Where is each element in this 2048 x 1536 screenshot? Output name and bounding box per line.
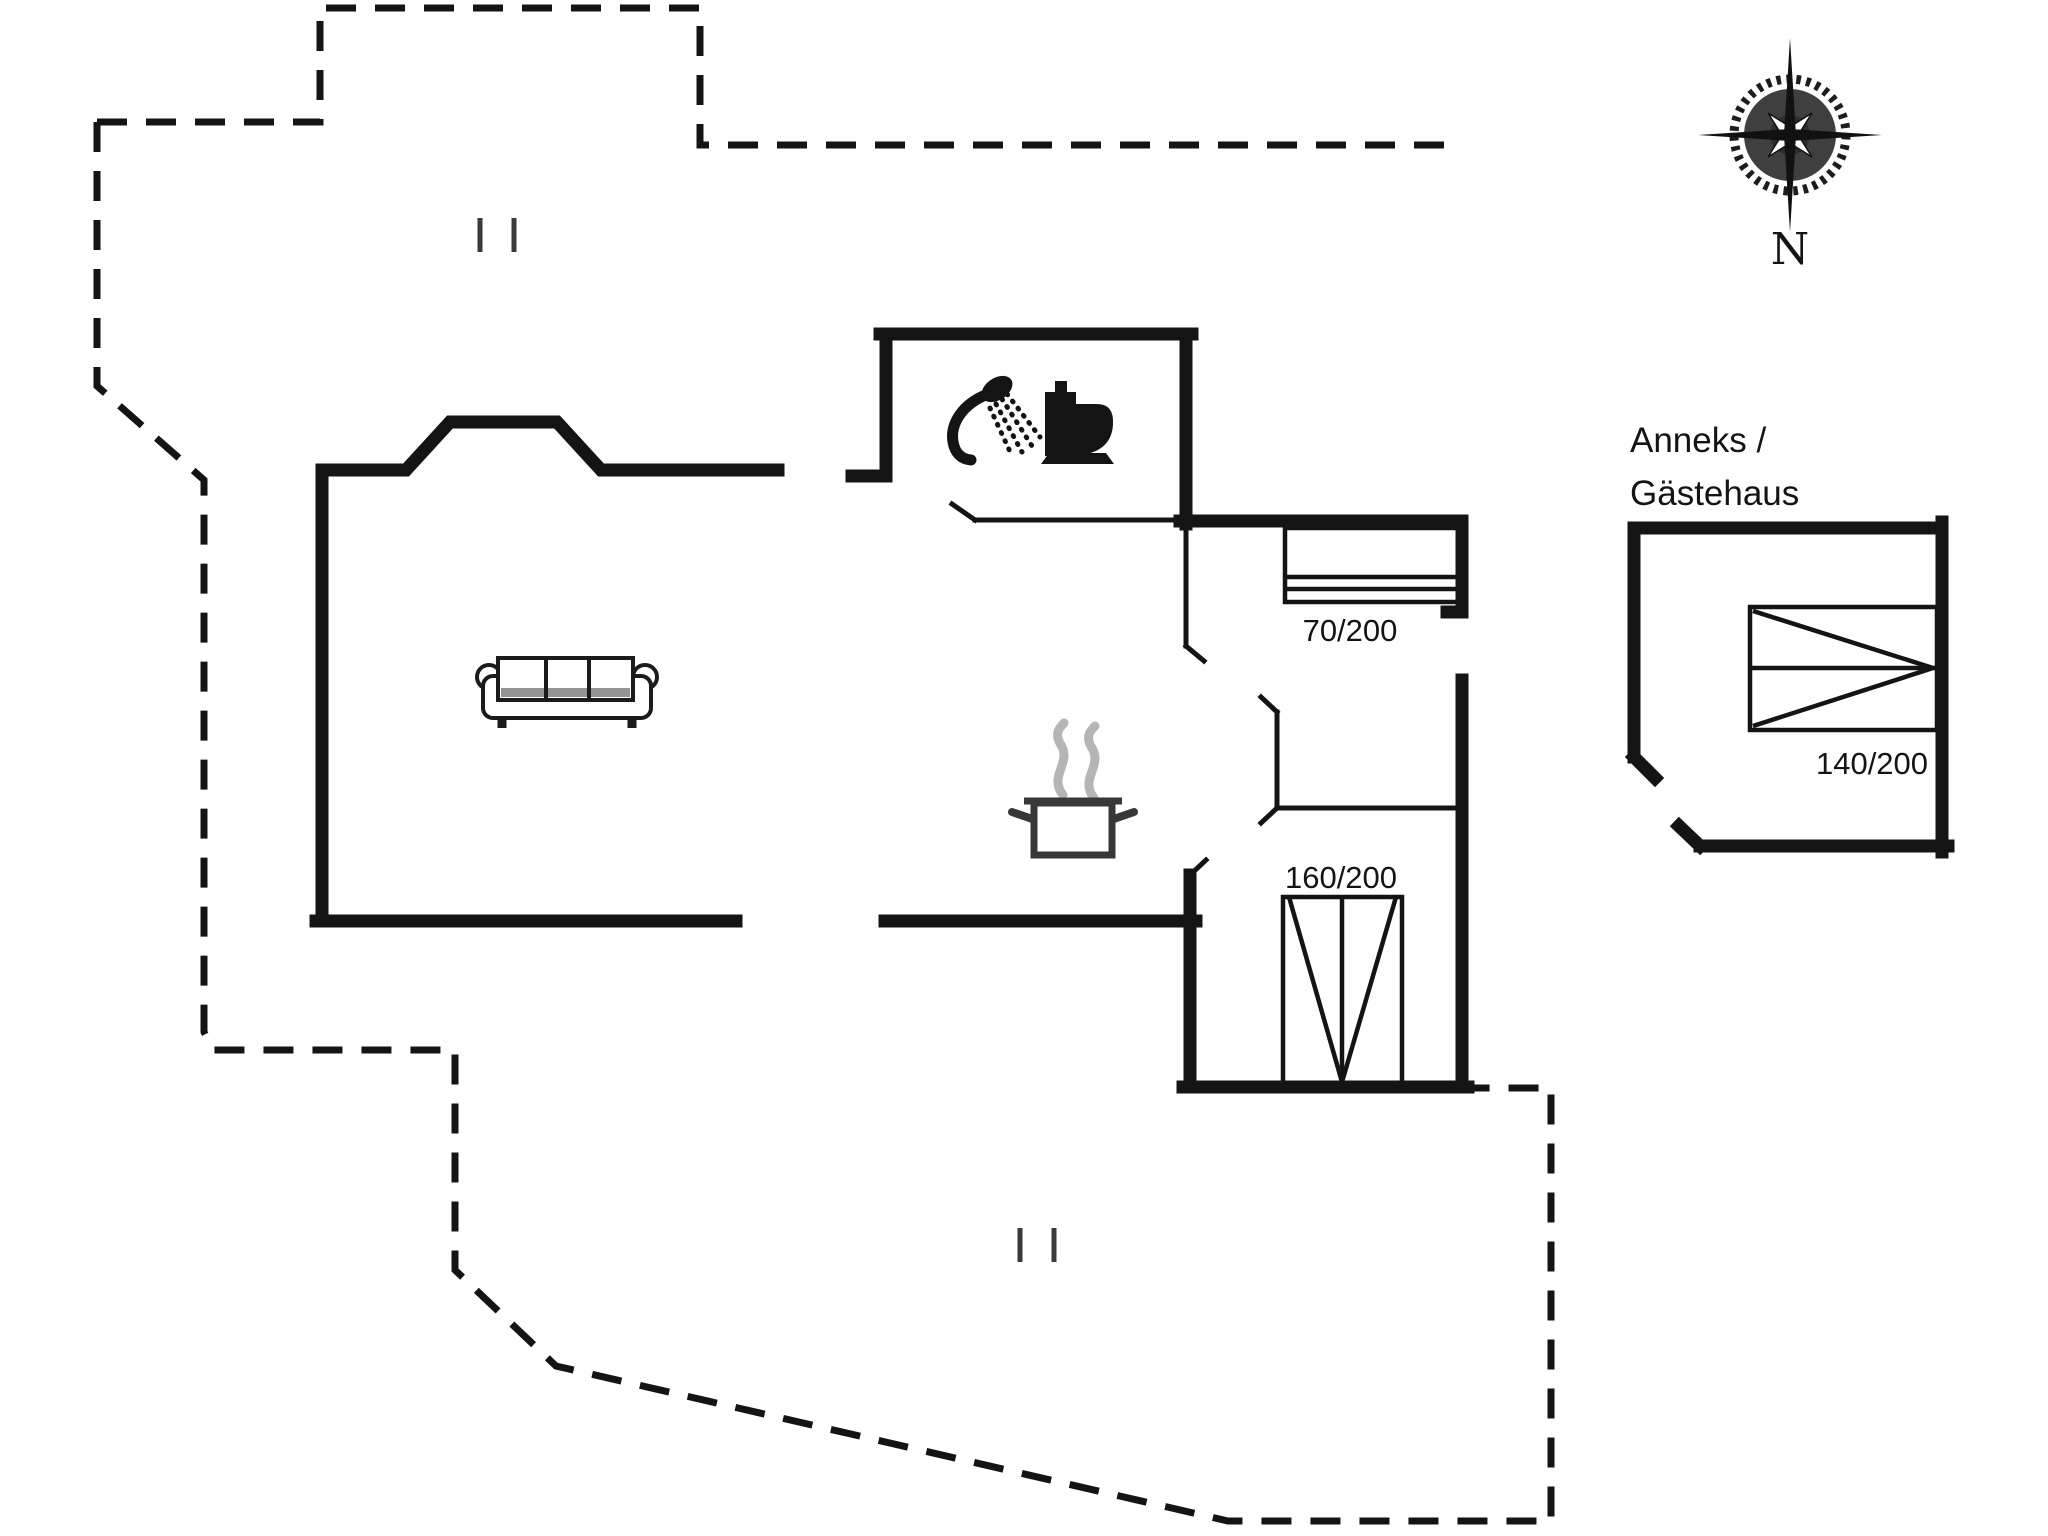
compass-needle-ew (1698, 129, 1882, 141)
wall-bath-left (845, 327, 893, 483)
bed-annex-140x200-line (1752, 608, 1934, 671)
compass-rose-icon (1698, 38, 1882, 232)
door-tick-closet-top (1257, 693, 1281, 716)
door-tick-hall-right (1182, 642, 1208, 665)
bed-annex-140x200-line (1752, 665, 1934, 729)
walls-layer (309, 327, 1955, 1094)
bed-single-70x200 (1282, 525, 1465, 605)
bed-double-160x200-line (1286, 896, 1345, 1083)
shower-icon (947, 375, 1043, 466)
cooking-pot-icon (1008, 718, 1138, 859)
label-annex-line2: Gästehaus (1630, 474, 1799, 513)
door-tick-bedroom-left (1186, 856, 1210, 879)
bed-single-70x200-frame (1282, 525, 1465, 605)
steam-curl (1053, 718, 1069, 800)
label-bed-double: 160/200 (1285, 860, 1397, 895)
site-outline-west-south-east (93, 122, 1555, 1525)
label-annex-line1: Anneks / (1630, 421, 1766, 460)
door-tick-bath-bottom (948, 500, 979, 524)
wall-living-left-and-bay (315, 415, 785, 928)
wall-annex-left-top (1627, 521, 1949, 764)
sofa-icon (475, 656, 659, 728)
steam-curl (1084, 721, 1100, 803)
site-outline-layer (93, 4, 1555, 1525)
labels-layer: 70/200 160/200 140/200 Anneks / Gästehaus N (1285, 224, 1928, 895)
wall-northeast (1173, 514, 1469, 619)
site-outline-north (97, 4, 1452, 149)
label-bed-annex: 140/200 (1816, 746, 1928, 781)
beds-layer (1280, 525, 1940, 1090)
door-tick-annex-left (1624, 747, 1665, 788)
door-tick-annex-bottom (1669, 816, 1710, 856)
label-compass-north: N (1771, 224, 1810, 275)
bed-double-160x200 (1280, 894, 1405, 1090)
bed-annex-140x200 (1747, 604, 1940, 733)
toilet-icon (1041, 381, 1114, 464)
label-bed-single: 70/200 (1303, 613, 1398, 648)
door-tick-closet-bottom (1257, 804, 1281, 827)
window-markers-layer (477, 218, 1057, 1262)
bed-double-160x200-line (1339, 896, 1399, 1083)
